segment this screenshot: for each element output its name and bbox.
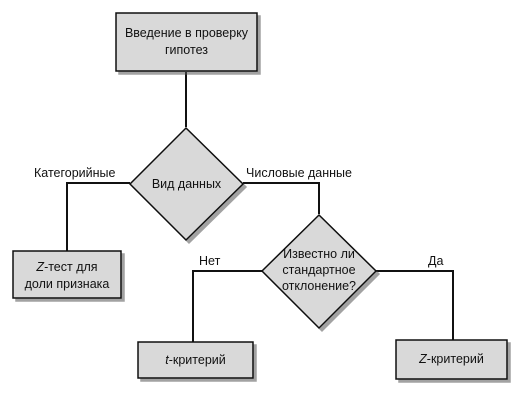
z-test-line1-rest: -тест для xyxy=(44,260,98,274)
z-criterion-letter: Z xyxy=(418,352,427,366)
connectors xyxy=(66,72,454,342)
z-test-line1: Z-тест для xyxy=(35,260,97,274)
z-criterion-node: Z-критерий xyxy=(395,339,508,380)
std-known-decision: Известно ли стандартное отклонение? xyxy=(260,213,378,330)
z-criterion-rest: -критерий xyxy=(427,352,484,366)
std-known-line2: стандартное xyxy=(282,263,355,277)
t-criterion-node: t-критерий xyxy=(137,341,254,379)
data-type-diamond xyxy=(128,126,245,242)
std-known-line1: Известно ли xyxy=(283,247,355,261)
data-type-label: Вид данных xyxy=(152,177,222,191)
t-criterion-letter: t xyxy=(165,353,169,367)
t-criterion-box xyxy=(137,341,254,379)
intro-node: Введение в проверку гипотез xyxy=(115,12,258,72)
z-test-letter: Z xyxy=(35,260,44,274)
edge-label-yes: Да xyxy=(428,254,443,268)
intro-box xyxy=(115,12,258,72)
z-criterion-box xyxy=(395,339,508,380)
data-type-decision: Вид данных xyxy=(128,126,245,242)
connector-no xyxy=(192,270,262,342)
edge-label-categorical: Категорийные xyxy=(34,166,116,180)
t-criterion-label: t-критерий xyxy=(165,353,226,367)
std-known-diamond xyxy=(260,213,378,330)
edge-label-no: Нет xyxy=(199,254,221,268)
intro-line1: Введение в проверку xyxy=(125,26,249,40)
edge-label-numeric: Числовые данные xyxy=(246,166,352,180)
z-test-line2: доли признака xyxy=(25,277,110,291)
connector-categorical xyxy=(66,182,130,251)
z-test-node: Z-тест для доли признака xyxy=(12,250,122,299)
t-criterion-rest: -критерий xyxy=(169,353,226,367)
connector-numeric xyxy=(243,182,320,214)
intro-line2: гипотез xyxy=(165,43,208,57)
z-criterion-label: Z-критерий xyxy=(418,352,484,366)
z-test-box xyxy=(12,250,122,299)
connector-yes xyxy=(376,270,454,340)
std-known-line3: отклонение? xyxy=(282,279,356,293)
